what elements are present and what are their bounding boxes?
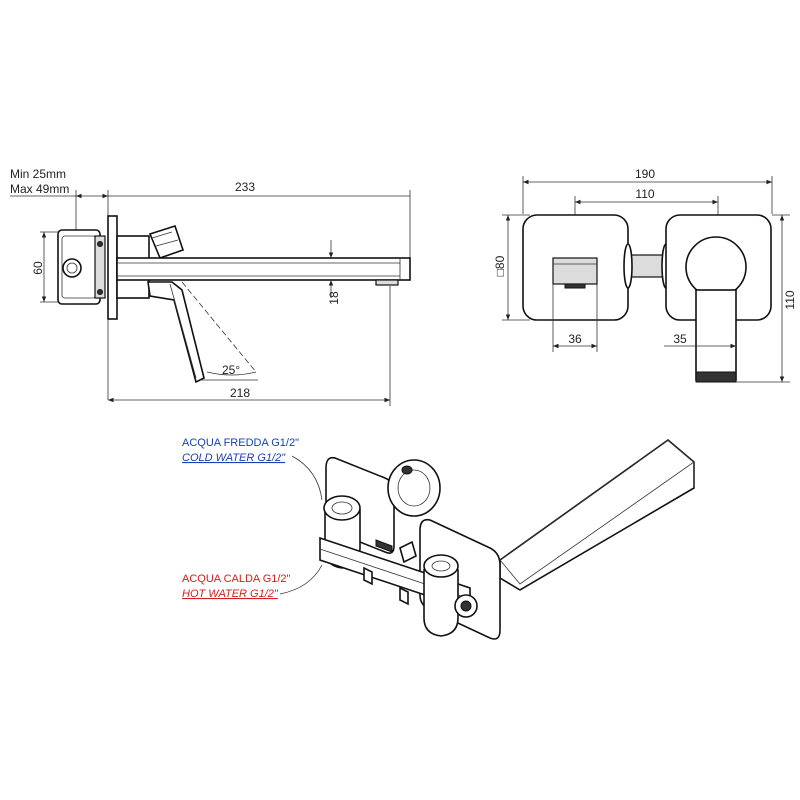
- screw-top: [97, 241, 103, 247]
- iso-valve-body: [387, 459, 441, 517]
- aerator-front: [564, 283, 586, 289]
- spout: [116, 257, 411, 281]
- iso-hot-inlet-hole: [431, 560, 451, 572]
- front-height-value: 110: [783, 290, 797, 309]
- valve-top-lines: [151, 231, 179, 247]
- max-depth-label: Max 49mm: [10, 182, 69, 196]
- iso-cold-inlet-top: [323, 495, 361, 521]
- cold-water-label-it: ACQUA FREDDA G1/2": [182, 437, 299, 449]
- handle-width-value: 35: [673, 332, 687, 346]
- hot-water-label-it: ACQUA CALDA G1/2": [182, 573, 291, 585]
- front-view: 190 110 □80 110 36: [493, 167, 797, 383]
- handle-round-base: [685, 236, 747, 298]
- spout-height-value: 18: [327, 291, 341, 305]
- connector-pipe: [627, 254, 667, 278]
- cold-leader-line: [291, 455, 323, 501]
- handle-lever-front: [695, 289, 737, 381]
- iso-spout: [499, 438, 695, 591]
- iso-valve-bracket: [399, 540, 417, 564]
- lever-tip: [695, 371, 737, 383]
- iso-hot-inlet: [423, 569, 459, 637]
- aerator: [375, 279, 399, 286]
- spout-front: [552, 257, 598, 285]
- screw-bottom: [97, 289, 103, 295]
- overall-length-value: 233: [235, 180, 255, 194]
- wall-plate: [107, 215, 118, 320]
- iso-label-plate: [375, 539, 393, 553]
- iso-cold-inlet-hole: [331, 501, 353, 515]
- front-width-value: 190: [635, 167, 655, 181]
- cold-water-label-en: COLD WATER G1/2": [182, 452, 286, 464]
- spout-width-value: 36: [568, 332, 582, 346]
- side-view: Min 25mm Max 49mm 233 60: [10, 167, 411, 406]
- min-depth-label: Min 25mm: [10, 167, 66, 181]
- iso-valve-screw: [401, 465, 413, 475]
- valve-top: [148, 224, 185, 260]
- hot-leader-line: [279, 564, 323, 595]
- isometric-view: ACQUA FREDDA G1/2" COLD WATER G1/2" ACQU…: [182, 437, 695, 640]
- iso-clip-left: [363, 566, 373, 586]
- lever-edge: [169, 283, 197, 379]
- hot-water-label-en: HOT WATER G1/2": [182, 588, 279, 600]
- lever-handle: [147, 281, 205, 384]
- plate-size-value: □80: [493, 255, 507, 276]
- body-flange: [94, 235, 106, 299]
- iso-outlet-hole: [460, 600, 472, 612]
- center-distance-value: 110: [635, 187, 654, 201]
- lever-swing-line: [181, 281, 257, 373]
- cartridge-inner-circle: [66, 262, 78, 274]
- angle-value: 25°: [222, 363, 240, 377]
- angle-arc: [206, 371, 257, 376]
- connector-left-cap: [623, 243, 633, 289]
- bottom-length-value: 218: [230, 386, 250, 400]
- iso-clip-right: [399, 586, 409, 606]
- iso-hot-inlet-top: [423, 554, 459, 578]
- iso-valve-inner: [397, 469, 431, 507]
- cartridge-circle: [62, 258, 82, 278]
- height-value: 60: [31, 261, 45, 275]
